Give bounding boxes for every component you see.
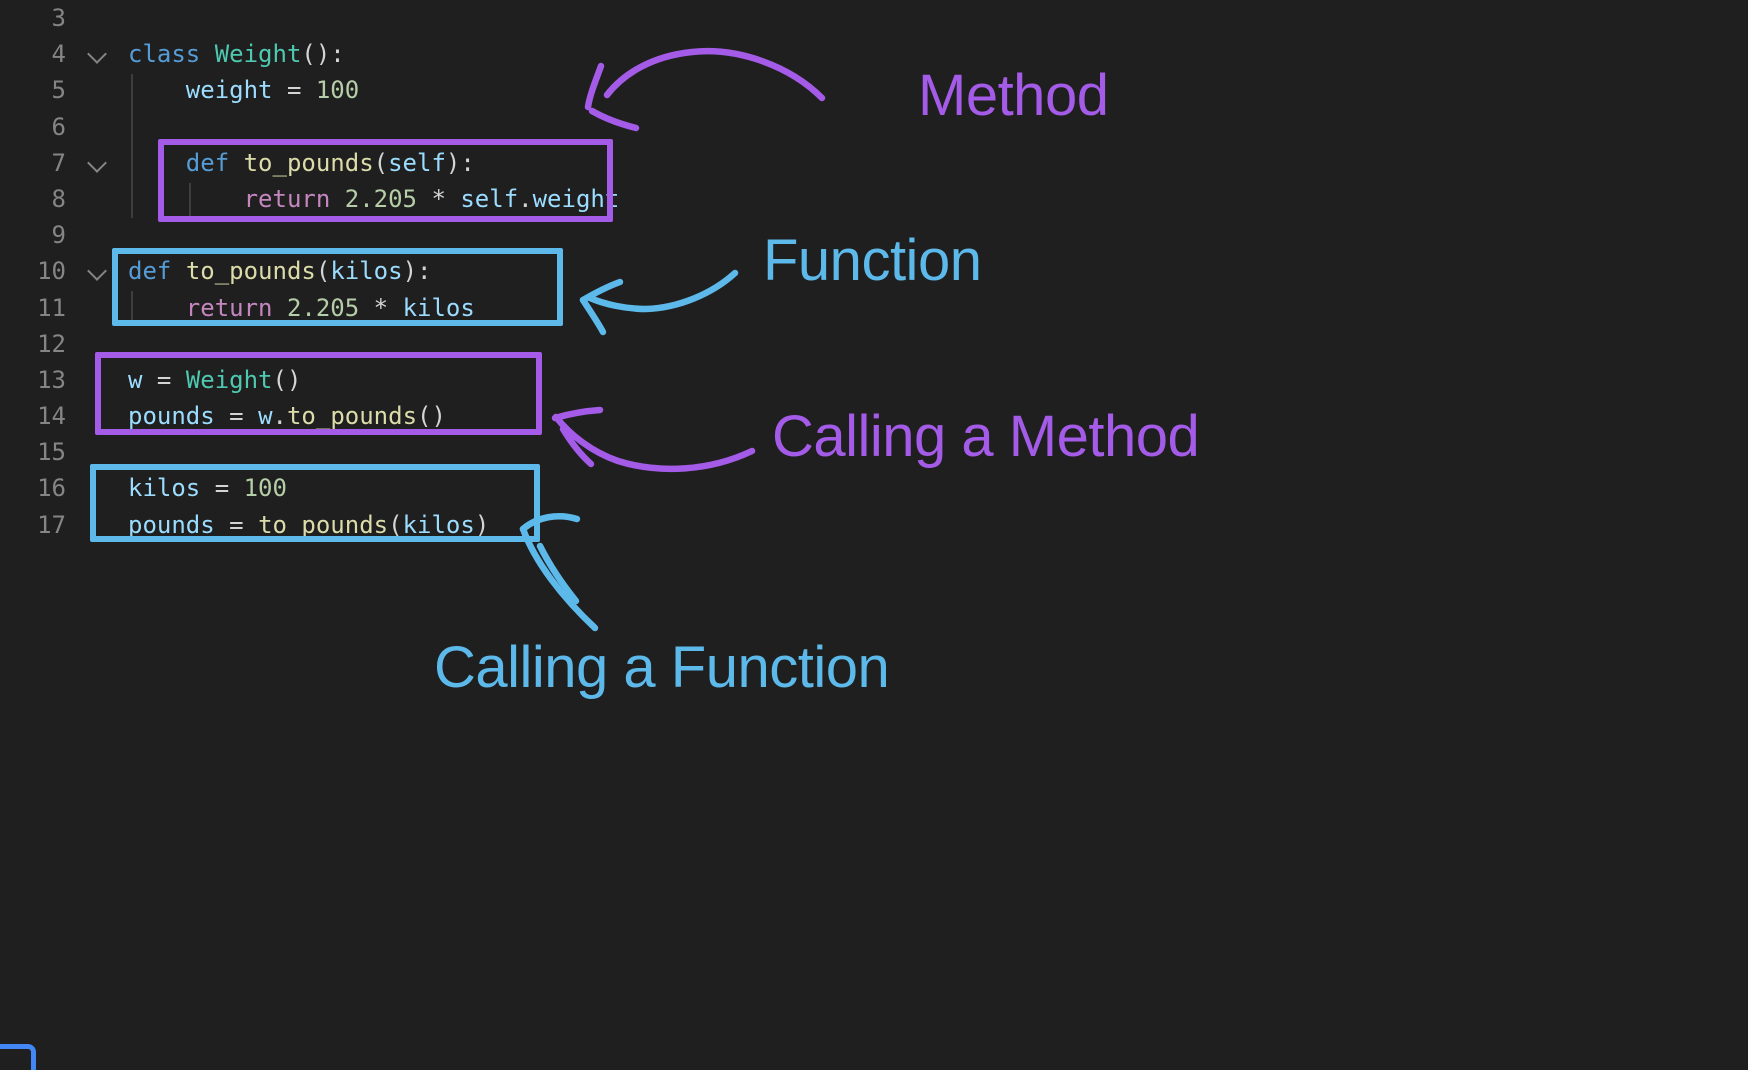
- code-text: pounds = w.to_pounds(): [128, 402, 446, 431]
- code-line: 8 return 2.205 * self.weight: [0, 181, 900, 217]
- calling-function-highlight-box: [90, 464, 540, 542]
- indent-guide: [131, 74, 133, 218]
- code-text: return 2.205 * kilos: [185, 293, 475, 322]
- code-line: 10 def to_pounds(kilos):: [0, 253, 900, 289]
- code-line: 3: [0, 0, 900, 36]
- line-number: 11: [37, 293, 66, 322]
- line-number: 8: [51, 184, 66, 213]
- line-number: 9: [51, 221, 66, 250]
- calling-function-label: Calling a Function: [434, 635, 890, 700]
- line-number: 5: [51, 76, 66, 105]
- function-label: Function: [763, 228, 982, 293]
- code-line: 4 class Weight():: [0, 36, 900, 72]
- code-text: kilos = 100: [128, 474, 287, 503]
- partial-blue-box: [0, 1044, 36, 1070]
- code-text: return 2.205 * self.weight: [243, 184, 620, 213]
- line-number: 3: [51, 4, 66, 32]
- code-line: 7 def to_pounds(self):: [0, 145, 900, 181]
- code-text: weight = 100: [185, 76, 360, 105]
- line-number: 17: [37, 510, 66, 539]
- code-line: 16 kilos = 100: [0, 470, 900, 506]
- indent-guide: [131, 291, 133, 325]
- code-line: 9: [0, 217, 900, 253]
- line-number: 6: [51, 112, 66, 141]
- calling-method-label: Calling a Method: [772, 404, 1200, 469]
- code-text: pounds = to_pounds(kilos): [128, 510, 490, 539]
- code-line: 6: [0, 109, 900, 145]
- line-number: 16: [37, 474, 66, 503]
- function-highlight-box: [112, 248, 563, 326]
- line-number: 13: [37, 365, 66, 394]
- calling-method-highlight-box: [95, 352, 542, 435]
- line-number: 10: [37, 257, 66, 286]
- line-number: 15: [37, 438, 66, 467]
- line-number: 7: [51, 148, 66, 177]
- code-line: 13 w = Weight(): [0, 362, 900, 398]
- code-line: 5 weight = 100: [0, 72, 900, 108]
- code-text: w = Weight(): [128, 365, 302, 394]
- code-line: 11 return 2.205 * kilos: [0, 290, 900, 326]
- code-line: 14 pounds = w.to_pounds(): [0, 398, 900, 434]
- method-label: Method: [918, 63, 1109, 128]
- code-line: 15: [0, 434, 900, 470]
- code-editor: 3 4 class Weight(): 5 weight = 100 6 7 def to…: [0, 0, 900, 543]
- code-line: 17 pounds = to_pounds(kilos): [0, 507, 900, 543]
- code-text: def to_pounds(kilos):: [128, 257, 432, 286]
- code-text: class Weight():: [128, 40, 345, 69]
- code-line: 12: [0, 326, 900, 362]
- indent-guide: [189, 183, 191, 217]
- fold-chevron-icon[interactable]: [87, 261, 107, 282]
- method-highlight-box: [158, 139, 613, 222]
- code-text: def to_pounds(self):: [185, 148, 475, 177]
- fold-chevron-icon[interactable]: [87, 44, 107, 65]
- line-number: 14: [37, 402, 66, 431]
- fold-chevron-icon[interactable]: [87, 152, 107, 173]
- line-number: 12: [37, 329, 66, 358]
- line-number: 4: [51, 40, 66, 69]
